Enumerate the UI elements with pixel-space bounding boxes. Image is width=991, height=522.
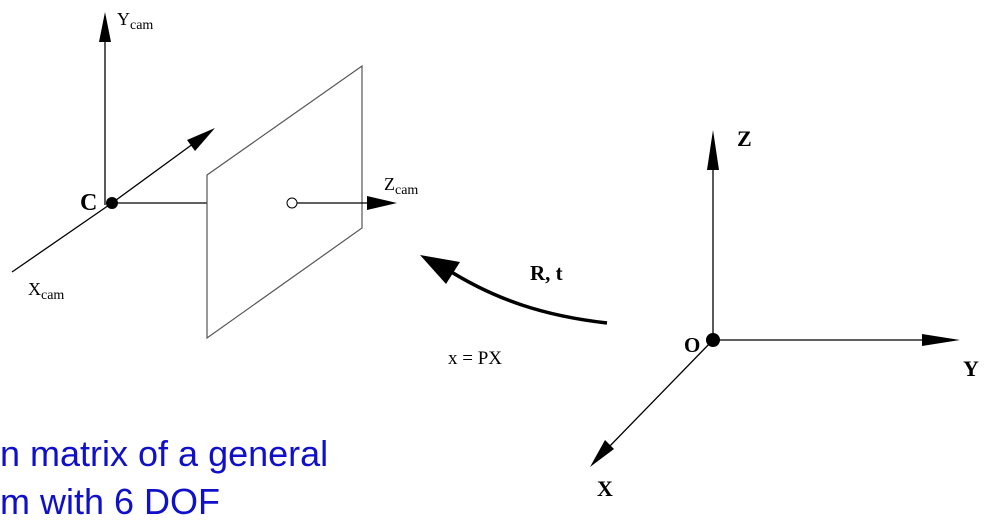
world-origin-label: O bbox=[684, 333, 700, 357]
camera-x-label-base: X bbox=[28, 279, 41, 299]
world-z-label: Z bbox=[737, 126, 752, 151]
camera-y-label-base: Y bbox=[117, 9, 130, 29]
world-x-arrowhead bbox=[590, 440, 614, 467]
camera-z-label-sub: cam bbox=[395, 183, 418, 198]
camera-y-label-sub: cam bbox=[130, 18, 153, 33]
camera-z-label-base: Z bbox=[384, 174, 395, 194]
camera-ray-arrowhead bbox=[187, 128, 215, 151]
projection-equation: x = PX bbox=[448, 348, 502, 369]
camera-z-label: Zcam bbox=[384, 174, 418, 198]
camera-x-label-sub: cam bbox=[41, 288, 64, 303]
world-y-arrowhead bbox=[922, 334, 960, 346]
transform-arrow bbox=[444, 266, 608, 325]
world-origin-dot bbox=[706, 333, 720, 347]
caption-line-1: n matrix of a general bbox=[0, 433, 329, 474]
world-y-label: Y bbox=[963, 356, 979, 381]
camera-x-label: Xcam bbox=[28, 279, 64, 303]
world-x-axis bbox=[605, 339, 714, 451]
camera-y-label: Ycam bbox=[117, 9, 153, 33]
transform-arrowhead bbox=[420, 255, 460, 284]
caption-line-2: m with 6 DOF bbox=[0, 481, 221, 522]
world-x-label: X bbox=[597, 476, 613, 501]
transform-label: R, t bbox=[530, 261, 563, 285]
camera-z-arrowhead bbox=[367, 196, 397, 210]
projection-diagram: C Ycam Xcam Zcam R, t x = PX Z Y X O bbox=[11, 9, 979, 501]
world-z-arrowhead bbox=[707, 130, 719, 170]
image-plane bbox=[206, 64, 363, 340]
camera-y-arrowhead bbox=[99, 12, 111, 42]
camera-x-axis bbox=[11, 202, 113, 273]
principal-point bbox=[286, 197, 298, 209]
camera-center-dot bbox=[106, 197, 118, 209]
camera-center-label: C bbox=[80, 190, 97, 216]
